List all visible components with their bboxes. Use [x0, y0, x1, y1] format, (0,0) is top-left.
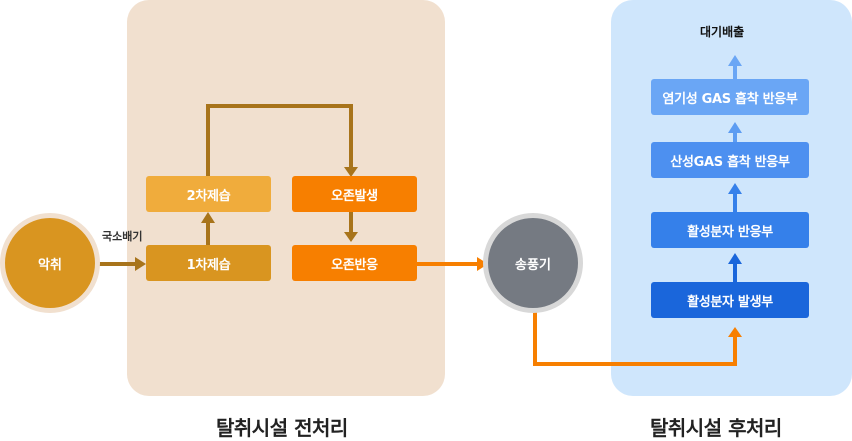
- flammable-gas-node: 염기성 GAS 흡착 반응부: [651, 79, 809, 115]
- duct-label: 국소배기: [102, 230, 143, 243]
- active-react-label: 활성분자 반응부: [687, 224, 773, 240]
- ozone-gen-node: 오존발생: [292, 176, 417, 212]
- blower-node: 송풍기: [483, 213, 583, 313]
- acid-gas-node: 산성GAS 흡착 반응부: [651, 142, 809, 178]
- wet2-node: 2차제습: [146, 176, 271, 212]
- pre-treatment-caption: 탈취시설 전처리: [216, 416, 348, 440]
- ozone-react-label: 오존반응: [331, 257, 378, 273]
- blower-label: 송풍기: [515, 257, 551, 273]
- post-treatment-panel: [611, 0, 852, 396]
- wet1-node: 1차제습: [146, 245, 271, 281]
- flammable-gas-label: 염기성 GAS 흡착 반응부: [662, 91, 798, 107]
- wet1-label: 1차제습: [186, 257, 231, 273]
- exhaust-label: 대기배출: [700, 25, 745, 39]
- active-gen-label: 활성분자 발생부: [687, 294, 773, 310]
- odor-source-node: 악취: [0, 213, 100, 313]
- odor-source-label: 악취: [38, 257, 62, 273]
- ozone-react-node: 오존반응: [292, 245, 417, 281]
- wet2-label: 2차제습: [186, 188, 231, 204]
- post-treatment-caption: 탈취시설 후처리: [650, 416, 782, 440]
- active-react-node: 활성분자 반응부: [651, 212, 809, 248]
- ozone-gen-label: 오존발생: [331, 188, 378, 204]
- acid-gas-label: 산성GAS 흡착 반응부: [670, 154, 790, 170]
- active-gen-node: 활성분자 발생부: [651, 282, 809, 318]
